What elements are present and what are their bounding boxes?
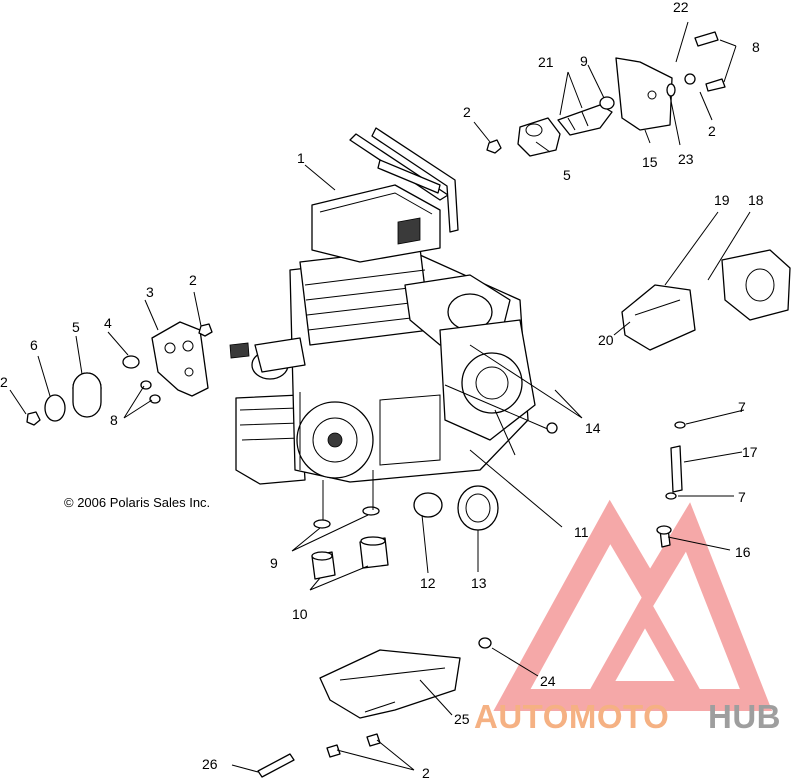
callout-22: 22 xyxy=(673,0,689,15)
mount-5-upper xyxy=(517,117,561,157)
leader-lines xyxy=(9,21,751,773)
callout-9-bottom: 9 xyxy=(270,555,278,571)
callout-1: 1 xyxy=(297,150,305,166)
callout-2-top: 2 xyxy=(463,104,471,120)
callout-17: 17 xyxy=(742,444,758,460)
callout-11: 11 xyxy=(574,524,589,540)
callout-15: 15 xyxy=(642,154,658,170)
callout-20: 20 xyxy=(598,332,614,348)
skid-plate-25 xyxy=(319,649,461,719)
right-mount-parts xyxy=(486,31,726,157)
callout-2-right: 2 xyxy=(708,123,716,139)
watermark-text-hub: HUB xyxy=(708,698,781,735)
callout-5-top: 5 xyxy=(563,167,571,183)
callout-8-left: 8 xyxy=(110,412,118,428)
watermark-text: AUTOMOTO HUB xyxy=(474,698,781,735)
hose-17 xyxy=(670,445,683,493)
callout-6: 6 xyxy=(30,337,38,353)
callout-7-lower: 7 xyxy=(738,489,746,505)
watermark-text-automoto: AUTOMOTO xyxy=(474,698,669,735)
left-mount-parts xyxy=(26,321,213,426)
engine-mount-bracket-3 xyxy=(151,321,209,397)
cover-19 xyxy=(621,284,696,351)
housing-18 xyxy=(721,249,791,321)
callout-21: 21 xyxy=(538,54,554,70)
callout-5-left: 5 xyxy=(72,319,80,335)
callout-16: 16 xyxy=(735,544,751,560)
callout-2-bottom: 2 xyxy=(422,765,430,779)
engine-assembly xyxy=(229,127,558,485)
callout-10: 10 xyxy=(292,606,308,622)
bolt-26 xyxy=(257,753,295,778)
callout-labels: 1 2 2 2 2 2 3 4 5 5 6 7 7 8 8 9 9 10 11 … xyxy=(0,0,764,779)
callout-25: 25 xyxy=(454,711,470,727)
callout-3: 3 xyxy=(146,284,154,300)
callout-2-far-left: 2 xyxy=(0,374,8,390)
callout-13: 13 xyxy=(471,575,487,591)
copyright-text: © 2006 Polaris Sales Inc. xyxy=(64,495,210,510)
mount-bracket-15 xyxy=(615,57,673,131)
callout-24: 24 xyxy=(540,673,556,689)
bottom-parts xyxy=(257,485,499,778)
callout-7-upper: 7 xyxy=(738,399,746,415)
callout-2-left: 2 xyxy=(189,272,197,288)
callout-12: 12 xyxy=(420,575,436,591)
callout-18: 18 xyxy=(748,192,764,208)
watermark-logo-icon xyxy=(493,499,773,711)
callout-23: 23 xyxy=(678,151,694,167)
callout-8-right: 8 xyxy=(752,39,760,55)
callout-9-top: 9 xyxy=(580,53,588,69)
callout-4: 4 xyxy=(104,315,112,331)
right-side-parts xyxy=(621,249,791,548)
callout-26: 26 xyxy=(202,756,218,772)
callout-19: 19 xyxy=(714,192,730,208)
callout-14: 14 xyxy=(585,420,601,436)
